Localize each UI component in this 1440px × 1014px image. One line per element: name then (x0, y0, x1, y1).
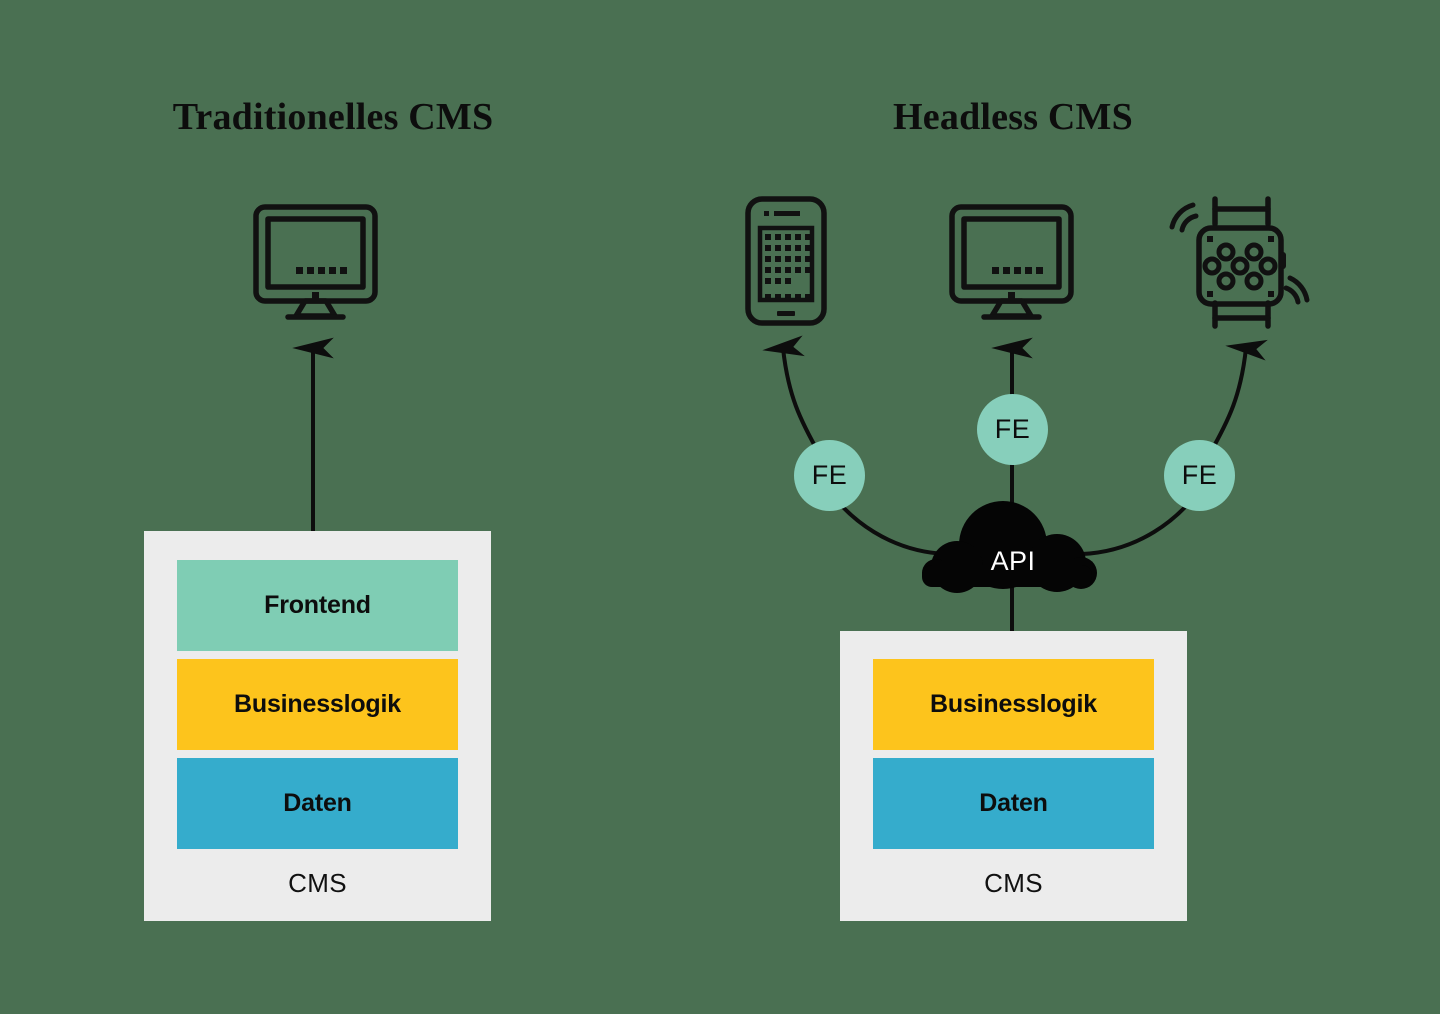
layer-data: Daten (873, 758, 1154, 849)
fe-node-left: FE (811, 460, 848, 490)
desktop-monitor-screen-dots-right (992, 267, 1043, 299)
smartphone-icon (745, 196, 827, 326)
panel-title-headless: Headless CMS (893, 96, 1133, 138)
layer-business-logic: Businesslogik (177, 659, 458, 750)
connector-left-cms-to-monitor (292, 337, 334, 554)
cloud-icon (922, 501, 1097, 593)
layer-frontend: Frontend (177, 560, 458, 651)
desktop-monitor-icon-left (253, 204, 378, 320)
layer-data: Daten (177, 758, 458, 849)
desktop-monitor-icon-right (949, 204, 1074, 320)
fe-node-center-circle (977, 394, 1048, 465)
panel-title-traditional: Traditionelles CMS (172, 96, 494, 138)
desktop-monitor-screen-dots-left (296, 267, 347, 299)
cms-caption-traditional: CMS (288, 868, 347, 898)
fe-node-left-circle (794, 440, 865, 511)
smartwatch-icon (1169, 196, 1310, 329)
cms-caption-headless: CMS (984, 868, 1043, 898)
fe-node-right: FE (1181, 460, 1218, 490)
layer-business-logic: Businesslogik (873, 659, 1154, 750)
fe-node-right-circle (1164, 440, 1235, 511)
cms-container-headless: Businesslogik Daten CMS (840, 631, 1187, 921)
cms-container-traditional: Frontend Businesslogik Daten CMS (144, 531, 491, 921)
fe-node-center: FE (994, 414, 1031, 444)
